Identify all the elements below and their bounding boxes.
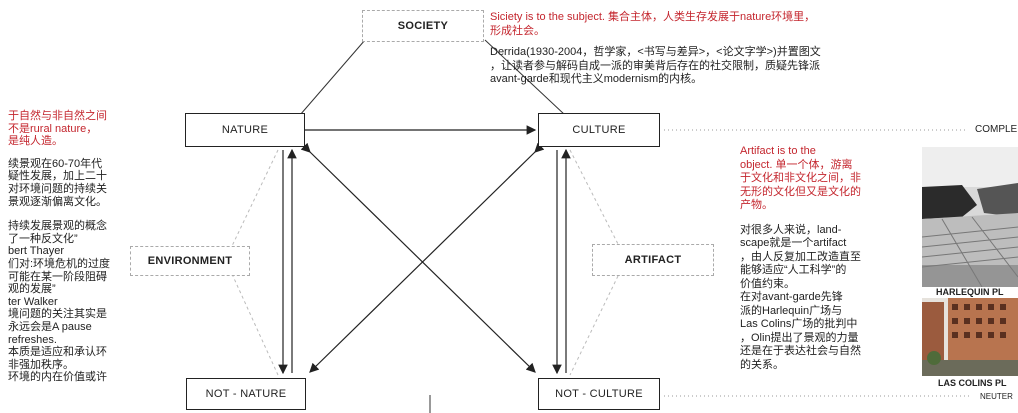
- environment-box: ENVIRONMENT: [130, 246, 250, 276]
- artifact-red-line: 产物。: [740, 199, 773, 211]
- artifact-red-line: object. 单一个体，游离: [740, 158, 853, 171]
- society-black-line: Derrida(1930-2004，哲学家，<书写与差异>，<论文字学>)并置图…: [490, 46, 821, 58]
- artifact-black-line: scape就是一个artifact: [740, 237, 847, 249]
- left-black-line: 可能在某一阶段阻碍: [8, 270, 107, 283]
- left-black-line: 境问题的关注其实是: [8, 308, 107, 321]
- artifact-black-line: 价值约束。: [740, 277, 795, 290]
- artifact-black-line: ，Olin提出了景观的力量: [740, 331, 859, 344]
- left-annotation: 于自然与非自然之间 不是rural nature， 是纯人造。 续景观在60-7…: [8, 110, 126, 384]
- artifact-black-line: 对很多人来说，land-: [740, 223, 842, 236]
- not-culture-box: NOT - CULTURE: [538, 378, 660, 410]
- artifact-annotation: Artifact is to the object. 单一个体，游离 于文化和非…: [740, 145, 890, 372]
- society-black-line: ，让读者参与解码自成一派的审美背后存在的社交限制，质疑先锋派: [490, 59, 820, 72]
- left-black-line: 对环境问题的持续关: [8, 182, 107, 195]
- artifact-black-line: 能够适应“人工科学”的: [740, 264, 847, 276]
- artifact-red-line: 无形的文化但又是文化的: [740, 185, 861, 198]
- las-colins-caption: LAS COLINS PL: [938, 378, 1007, 388]
- left-black-line: 续景观在60-70年代: [8, 157, 103, 170]
- left-black-line: ter Walker: [8, 295, 58, 308]
- artifact-black-line: 还是在于表达社会与自然: [740, 345, 861, 357]
- artifact-black-line: 的关系。: [740, 358, 784, 371]
- left-black-line: 们对:环境危机的过度: [8, 257, 111, 270]
- left-black-line: 非强加秩序。: [8, 358, 74, 371]
- left-black-line: 本质是适应和承认环: [8, 346, 107, 359]
- society-red-line: 形成社会。: [490, 24, 545, 37]
- line-society-culture: [484, 39, 566, 116]
- left-red-line: 不是rural nature，: [8, 122, 98, 135]
- nature-box: NATURE: [185, 113, 305, 147]
- left-black-line: 观的发展”: [8, 283, 56, 296]
- artifact-black-line: 派的Harlequin广场与: [740, 304, 843, 317]
- artifact-black-line: ，由人反复加工改造直至: [740, 250, 861, 263]
- neuter-label: NEUTER: [980, 392, 1013, 401]
- left-black-line: 景观逐渐偏离文化。: [8, 195, 107, 208]
- left-red-line: 是纯人造。: [8, 135, 63, 148]
- line-society-nature: [299, 39, 366, 116]
- las-colins-plaza-image: [922, 298, 1018, 376]
- diag-culture-notnature: [309, 142, 545, 373]
- left-black-line: 永远会是A pause: [8, 320, 92, 333]
- left-black-line: refreshes.: [8, 333, 57, 346]
- society-box: SOCIETY: [362, 10, 484, 42]
- culture-box: CULTURE: [538, 113, 660, 147]
- artifact-red-line: 于文化和非文化之间，非: [740, 172, 861, 184]
- not-nature-box: NOT - NATURE: [186, 378, 306, 410]
- artifact-red-line: Artifact is to the: [740, 145, 816, 157]
- society-red-line: Siciety is to the subject. 集合主体，人类生存发展于n…: [490, 11, 816, 23]
- society-annotation: Siciety is to the subject. 集合主体，人类生存发展于n…: [490, 11, 890, 87]
- left-black-line: 环境的内在价值或许: [8, 371, 107, 384]
- artifact-box: ARTIFACT: [592, 244, 714, 276]
- society-black-line: avant-garde和现代主义modernism的内核。: [490, 73, 703, 85]
- artifact-black-line: Las Colins广场的批判中: [740, 318, 858, 330]
- harlequin-caption-label: HARLEQUIN PL: [936, 287, 1004, 297]
- left-red-line: 于自然与非自然之间: [8, 110, 107, 122]
- las-colins-plaza-photo: [922, 298, 1018, 376]
- artifact-black-line: 在对avant-garde先锋: [740, 291, 843, 303]
- harlequin-plaza-photo: [922, 147, 1018, 287]
- complex-label: COMPLE: [975, 124, 1018, 135]
- harlequin-plaza-image: [922, 147, 1018, 287]
- left-black-line: 了一种反文化”: [8, 232, 78, 245]
- left-black-line: bert Thayer: [8, 245, 65, 258]
- left-black-line: 持续发展景观的概念: [8, 220, 107, 233]
- left-black-line: 疑性发展，加上二十: [8, 170, 107, 183]
